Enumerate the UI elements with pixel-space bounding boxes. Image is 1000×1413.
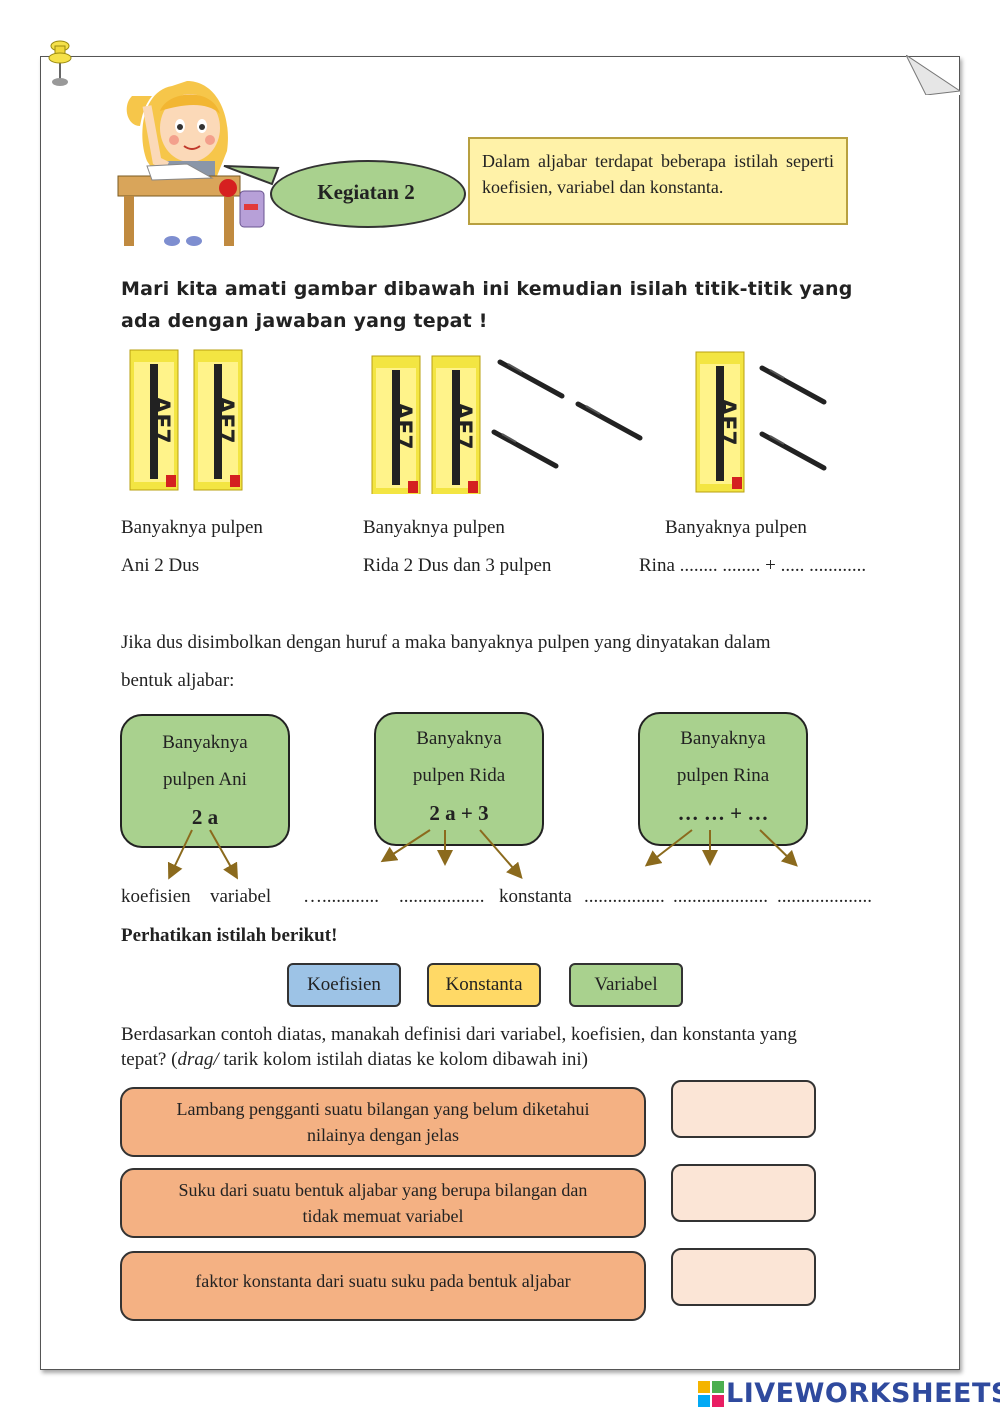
term-label-konstanta: konstanta xyxy=(499,886,572,907)
girl-at-desk-illustration xyxy=(117,81,265,246)
question-line-2-italic: drag/ xyxy=(177,1049,219,1070)
liveworksheets-logo: LIVEWORKSHEETS xyxy=(698,1378,1000,1409)
term-label-variabel: variabel xyxy=(210,886,272,907)
arrow-rida-3 xyxy=(479,829,523,880)
expression-box-rida: Banyaknya pulpen Rida 2 a + 3 xyxy=(374,712,544,846)
caption-ani-line-2: Ani 2 Dus xyxy=(121,555,200,576)
definition-koefisien: faktor konstanta dari suatu suku pada be… xyxy=(120,1251,646,1321)
term-label-blank-5[interactable]: .................... xyxy=(777,886,872,907)
definition-konstanta-line-1: Suku dari suatu bentuk aljabar yang beru… xyxy=(178,1180,588,1200)
liveworksheets-logo-icon xyxy=(698,1380,724,1407)
question-line-1: Berdasarkan contoh diatas, manakah defin… xyxy=(121,1024,797,1045)
question-line-2-prefix: tepat? ( xyxy=(121,1049,178,1070)
arrow-rina-3 xyxy=(759,829,798,867)
definition-koefisien-line-1: faktor konstanta dari suatu suku pada be… xyxy=(195,1271,571,1291)
expression-rina: … … + … xyxy=(677,801,769,825)
activity-label: Kegiatan 2 xyxy=(317,179,415,204)
expression-box-ani: Banyaknya pulpen Ani 2 a xyxy=(120,714,290,848)
question-line-2-suffix: tarik kolom istilah diatas ke kolom diba… xyxy=(218,1049,589,1070)
term-label-blank-1[interactable]: …............ xyxy=(303,886,379,907)
arrow-ani-koefisien xyxy=(167,829,193,880)
caption-rida-line-2: Rida 2 Dus dan 3 pulpen xyxy=(363,555,552,576)
expression-box-rida-line-1: Banyaknya xyxy=(416,728,502,749)
drop-zone-2[interactable] xyxy=(671,1164,816,1222)
caption-ani-line-1: Banyaknya pulpen xyxy=(121,517,263,538)
expression-box-rina-line-1: Banyaknya xyxy=(680,728,766,749)
term-koefisien-draggable[interactable]: Koefisien xyxy=(287,963,401,1007)
folded-corner-icon xyxy=(906,55,960,95)
term-label-blank-4[interactable]: .................... xyxy=(673,886,768,907)
expression-box-ani-line-1: Banyaknya xyxy=(162,732,248,753)
definition-konstanta: Suku dari suatu bentuk aljabar yang beru… xyxy=(120,1168,646,1238)
definition-variabel-line-1: Lambang pengganti suatu bilangan yang be… xyxy=(176,1099,590,1119)
term-label-blank-2[interactable]: .................. xyxy=(399,886,485,907)
definition-konstanta-line-2: tidak memuat variabel xyxy=(302,1206,464,1226)
arrow-rina-1 xyxy=(644,829,693,867)
term-konstanta-draggable[interactable]: Konstanta xyxy=(427,963,541,1007)
arrow-ani-variabel xyxy=(209,829,238,880)
definition-variabel-line-2: nilainya dengan jelas xyxy=(307,1125,459,1145)
symbol-text-line-2: bentuk aljabar: xyxy=(121,670,235,691)
expression-box-rina: Banyaknya pulpen Rina … … + … xyxy=(638,712,808,846)
speech-bubble xyxy=(270,160,466,228)
expression-rida: 2 a + 3 xyxy=(429,801,489,825)
symbol-text-line-1: Jika dus disimbolkan dengan huruf a maka… xyxy=(121,632,771,653)
liveworksheets-logo-text: LIVEWORKSHEETS xyxy=(726,1378,1000,1409)
term-label-blank-3[interactable]: ................. xyxy=(584,886,665,907)
caption-rina-line-2: Rina ........ ........ + ..... .........… xyxy=(639,555,867,576)
drop-zone-1[interactable] xyxy=(671,1080,816,1138)
speech-bubble-tail xyxy=(223,165,280,186)
definition-variabel: Lambang pengganti suatu bilangan yang be… xyxy=(120,1087,646,1157)
expression-ani: 2 a xyxy=(191,805,219,829)
attention-heading: Perhatikan istilah berikut! xyxy=(121,925,338,946)
instruction-line-2: ada dengan jawaban yang tepat ! xyxy=(121,310,488,332)
caption-rina-line-1: Banyaknya pulpen xyxy=(665,517,807,538)
term-label-koefisien: koefisien xyxy=(121,886,191,907)
term-arrows xyxy=(167,829,798,880)
pen-illustrations: AE7 xyxy=(129,349,900,494)
question-line-2: tepat? (drag/ tarik kolom istilah diatas… xyxy=(121,1049,588,1071)
pushpin-icon xyxy=(48,40,72,86)
instruction-line-1: Mari kita amati gambar dibawah ini kemud… xyxy=(121,278,853,300)
expression-box-ani-line-2: pulpen Ani xyxy=(163,769,247,790)
expression-box-rida-line-2: pulpen Rida xyxy=(412,765,506,786)
expression-box-rina-line-2: pulpen Rina xyxy=(676,765,770,786)
arrow-rida-1 xyxy=(380,829,431,863)
caption-rida-line-1: Banyaknya pulpen xyxy=(363,517,505,538)
info-note: Dalam aljabar terdapat beberapa istilah … xyxy=(468,137,848,225)
term-variabel-draggable[interactable]: Variabel xyxy=(569,963,683,1007)
drop-zone-3[interactable] xyxy=(671,1248,816,1306)
